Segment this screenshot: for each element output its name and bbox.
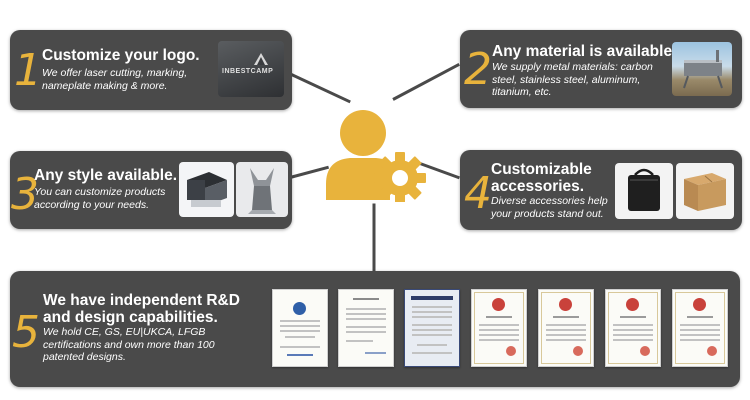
patent-certificate-icon <box>471 289 527 367</box>
card-description: We supply metal materials: carbon steel,… <box>492 61 653 98</box>
card-title: Customizable accessories. <box>491 161 592 195</box>
card-title: Any style available. <box>34 167 178 184</box>
certificate-icon <box>404 289 460 367</box>
card-number: 1 <box>14 45 42 96</box>
feature-card-accessories: 4 Customizable accessories. Diverse acce… <box>460 150 742 230</box>
card-description: We hold CE, GS, EU|UKCA, LFGB certificat… <box>43 326 215 363</box>
fox-sculpture-photo <box>236 162 288 217</box>
card-description: We offer laser cutting, marking, namepla… <box>42 67 188 92</box>
feature-card-style: 3 Any style available. You can customize… <box>10 151 292 229</box>
feature-card-rd: 5 We have independent R&D and design cap… <box>10 271 740 387</box>
card-number: 4 <box>464 168 492 219</box>
card-description: Diverse accessories help your products s… <box>491 195 608 220</box>
certificate-icon <box>272 289 328 367</box>
metal-stove-photo <box>672 42 732 96</box>
logo-sign-photo: INBESTCAMP <box>218 41 284 97</box>
patent-certificate-icon <box>672 289 728 367</box>
table-stove-photo <box>179 162 234 217</box>
card-title: We have independent R&D and design capab… <box>43 292 240 326</box>
cardboard-box-photo <box>676 163 734 219</box>
patent-certificate-icon <box>538 289 594 367</box>
card-number: 5 <box>12 307 40 358</box>
patent-certificate-icon <box>605 289 661 367</box>
card-number: 2 <box>464 44 492 95</box>
card-description: You can customize products according to … <box>34 186 166 211</box>
user-gear-icon <box>318 98 430 204</box>
card-title: Any material is available. <box>492 43 677 60</box>
card-title: Customize your logo. <box>42 47 200 64</box>
connector-line <box>392 62 460 101</box>
black-bag-photo <box>615 163 673 219</box>
certificate-icon <box>338 289 394 367</box>
card-number: 3 <box>11 169 39 220</box>
feature-card-logo: 1 Customize your logo. We offer laser cu… <box>10 30 292 110</box>
feature-card-material: 2 Any material is available. We supply m… <box>460 30 742 108</box>
logo-text: INBESTCAMP <box>222 68 274 75</box>
connector-line <box>372 203 376 275</box>
